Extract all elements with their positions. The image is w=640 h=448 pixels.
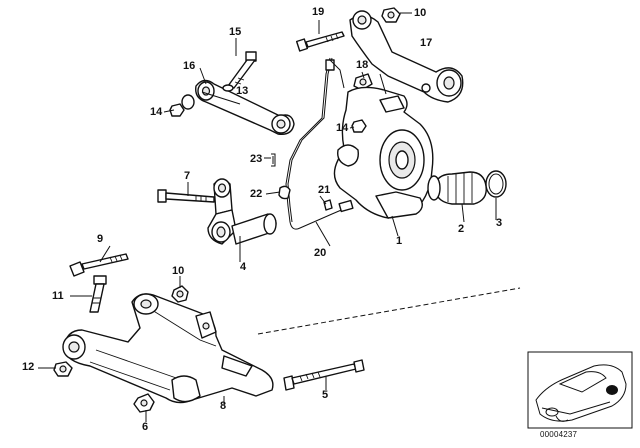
callout-1: 1 <box>396 235 403 247</box>
lower-control-arm <box>62 293 274 404</box>
callout-6: 6 <box>142 421 149 433</box>
drive-flange <box>427 171 487 205</box>
callout-12: 12 <box>22 361 35 373</box>
nut-top <box>381 7 401 23</box>
link-arm-13 <box>195 79 295 135</box>
callout-16: 16 <box>183 60 196 72</box>
bolt-9 <box>69 253 129 277</box>
callout-2: 2 <box>458 223 465 235</box>
callout-18: 18 <box>356 59 369 71</box>
callout-23: 23 <box>250 153 263 165</box>
nut-6 <box>133 393 155 413</box>
upper-control-arm <box>349 10 464 103</box>
separator-dashed-line <box>257 287 521 335</box>
wheel-carrier <box>333 83 434 219</box>
callout-8: 8 <box>220 400 227 412</box>
nut-10-mid <box>171 285 189 303</box>
callout-20: 20 <box>314 247 327 259</box>
inset-reference-number: 00004237 <box>540 430 578 439</box>
callout-15: 15 <box>229 26 242 38</box>
bolt-15 <box>227 51 257 89</box>
clip-22 <box>278 185 291 200</box>
sensor-cable <box>285 57 354 230</box>
callout-14-left: 14 <box>150 106 163 118</box>
callout-10-mid: 10 <box>172 265 185 277</box>
callout-9: 9 <box>97 233 104 245</box>
bolt-7 <box>157 189 215 203</box>
leader-lines <box>38 12 497 422</box>
toe-link <box>207 178 277 245</box>
bolt-5 <box>283 359 365 391</box>
callout-3: 3 <box>496 217 503 229</box>
callout-14-right: 14 <box>336 122 349 134</box>
callout-11: 11 <box>52 290 64 302</box>
washer-16 <box>222 84 234 92</box>
bushing-18 <box>353 73 373 91</box>
nut-14-right <box>351 119 367 133</box>
callout-21: 21 <box>318 184 331 196</box>
callout-4: 4 <box>240 261 247 273</box>
callout-5: 5 <box>322 389 329 401</box>
bolt-19 <box>295 31 345 52</box>
bolt-21 <box>323 199 333 211</box>
inset-car-thumbnail <box>527 351 633 429</box>
callout-19: 19 <box>312 6 325 18</box>
callout-22: 22 <box>250 188 263 200</box>
nut-12 <box>53 361 73 377</box>
callout-10-top: 10 <box>414 7 427 19</box>
bolt-11 <box>89 275 107 313</box>
nut-washer-14 <box>169 94 195 117</box>
clip-23 <box>271 153 276 167</box>
ring-3 <box>485 170 507 198</box>
callout-17: 17 <box>420 37 433 49</box>
callout-13: 13 <box>236 85 249 97</box>
callout-7: 7 <box>184 170 191 182</box>
